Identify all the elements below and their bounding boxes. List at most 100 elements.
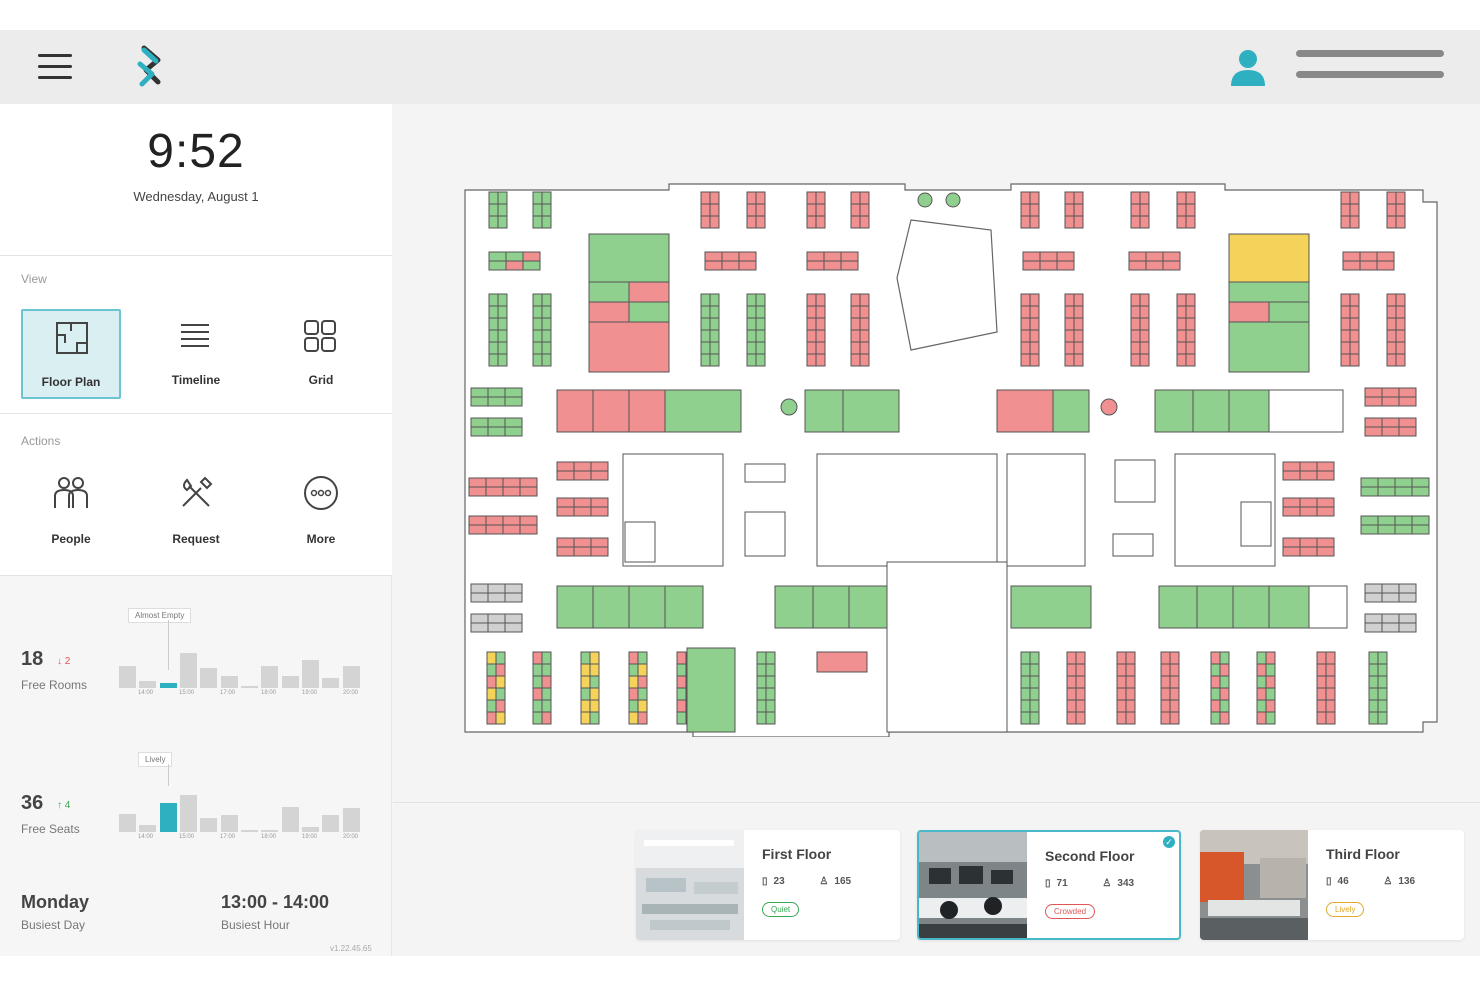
desk[interactable]	[532, 651, 543, 665]
desk[interactable]	[573, 506, 592, 517]
desk[interactable]	[1176, 329, 1187, 343]
desk[interactable]	[709, 329, 720, 343]
desk[interactable]	[1364, 592, 1383, 603]
desk[interactable]	[1316, 699, 1327, 713]
desk[interactable]	[532, 687, 543, 701]
desk[interactable]	[1386, 329, 1397, 343]
desk[interactable]	[504, 583, 523, 594]
meeting-room[interactable]	[804, 389, 844, 433]
desk[interactable]	[1130, 329, 1141, 343]
desk[interactable]	[1349, 215, 1360, 229]
desk[interactable]	[573, 537, 592, 548]
desk[interactable]	[556, 470, 575, 481]
desk[interactable]	[1064, 215, 1075, 229]
desk[interactable]	[502, 515, 521, 526]
desk[interactable]	[1368, 687, 1379, 701]
desk[interactable]	[1349, 305, 1360, 319]
desk[interactable]	[859, 293, 870, 307]
desk[interactable]	[709, 203, 720, 217]
desk[interactable]	[1377, 711, 1388, 725]
desk[interactable]	[1265, 663, 1276, 677]
desk[interactable]	[1145, 251, 1164, 262]
people-button[interactable]: People	[21, 466, 121, 556]
desk[interactable]	[1073, 317, 1084, 331]
desk[interactable]	[1316, 663, 1327, 677]
desk[interactable]	[504, 613, 523, 624]
desk[interactable]	[1064, 341, 1075, 355]
desk[interactable]	[590, 497, 609, 508]
desk[interactable]	[532, 215, 543, 229]
desk[interactable]	[1075, 675, 1086, 689]
desk[interactable]	[497, 293, 508, 307]
desk[interactable]	[1029, 203, 1040, 217]
desk[interactable]	[1316, 711, 1327, 725]
desk[interactable]	[859, 215, 870, 229]
desk[interactable]	[1064, 317, 1075, 331]
desk[interactable]	[1364, 387, 1383, 398]
desk[interactable]	[497, 353, 508, 367]
desk[interactable]	[502, 477, 521, 488]
desk[interactable]	[1325, 675, 1336, 689]
desk[interactable]	[721, 260, 740, 271]
desk[interactable]	[495, 711, 506, 725]
desk[interactable]	[1169, 651, 1180, 665]
desk[interactable]	[1139, 317, 1150, 331]
desk[interactable]	[709, 317, 720, 331]
desk[interactable]	[1125, 699, 1136, 713]
desk[interactable]	[709, 191, 720, 205]
desk[interactable]	[1219, 663, 1230, 677]
desk[interactable]	[1381, 396, 1400, 407]
desk[interactable]	[1386, 293, 1397, 307]
desk[interactable]	[470, 613, 489, 624]
desk[interactable]	[1169, 663, 1180, 677]
desk[interactable]	[485, 515, 504, 526]
desk[interactable]	[487, 622, 506, 633]
desk[interactable]	[1020, 699, 1031, 713]
desk[interactable]	[1316, 687, 1327, 701]
desk[interactable]	[859, 317, 870, 331]
desk[interactable]	[497, 191, 508, 205]
desk[interactable]	[700, 317, 711, 331]
desk[interactable]	[1185, 293, 1196, 307]
desk[interactable]	[700, 341, 711, 355]
desk[interactable]	[1377, 663, 1388, 677]
desk[interactable]	[470, 426, 489, 437]
desk[interactable]	[756, 699, 767, 713]
desk[interactable]	[1381, 613, 1400, 624]
desk[interactable]	[486, 675, 497, 689]
desk[interactable]	[1020, 711, 1031, 725]
meeting-room[interactable]	[996, 389, 1054, 433]
desk[interactable]	[1360, 515, 1379, 526]
meeting-room[interactable]	[1192, 389, 1230, 433]
desk[interactable]	[859, 341, 870, 355]
desk[interactable]	[556, 506, 575, 517]
desk[interactable]	[815, 215, 826, 229]
desk[interactable]	[556, 461, 575, 472]
desk[interactable]	[1125, 675, 1136, 689]
desk[interactable]	[1162, 251, 1181, 262]
meeting-room[interactable]	[1154, 389, 1194, 433]
desk[interactable]	[628, 651, 639, 665]
user-avatar-icon[interactable]	[1226, 48, 1270, 88]
desk[interactable]	[1316, 546, 1335, 557]
view-grid-button[interactable]: Grid	[271, 309, 371, 399]
desk[interactable]	[1340, 341, 1351, 355]
meeting-room[interactable]	[628, 389, 666, 433]
desk[interactable]	[589, 663, 600, 677]
desk[interactable]	[1265, 699, 1276, 713]
desk[interactable]	[755, 191, 766, 205]
desk[interactable]	[497, 317, 508, 331]
desk[interactable]	[580, 699, 591, 713]
desk[interactable]	[1282, 497, 1301, 508]
desk[interactable]	[1316, 506, 1335, 517]
desk[interactable]	[1325, 711, 1336, 725]
desk[interactable]	[1020, 317, 1031, 331]
desk[interactable]	[488, 353, 499, 367]
desk[interactable]	[519, 524, 538, 535]
meeting-room[interactable]	[628, 585, 666, 629]
desk[interactable]	[1265, 675, 1276, 689]
meeting-room[interactable]	[664, 389, 742, 433]
desk[interactable]	[709, 215, 720, 229]
desk[interactable]	[1377, 651, 1388, 665]
meeting-room[interactable]	[848, 585, 888, 629]
